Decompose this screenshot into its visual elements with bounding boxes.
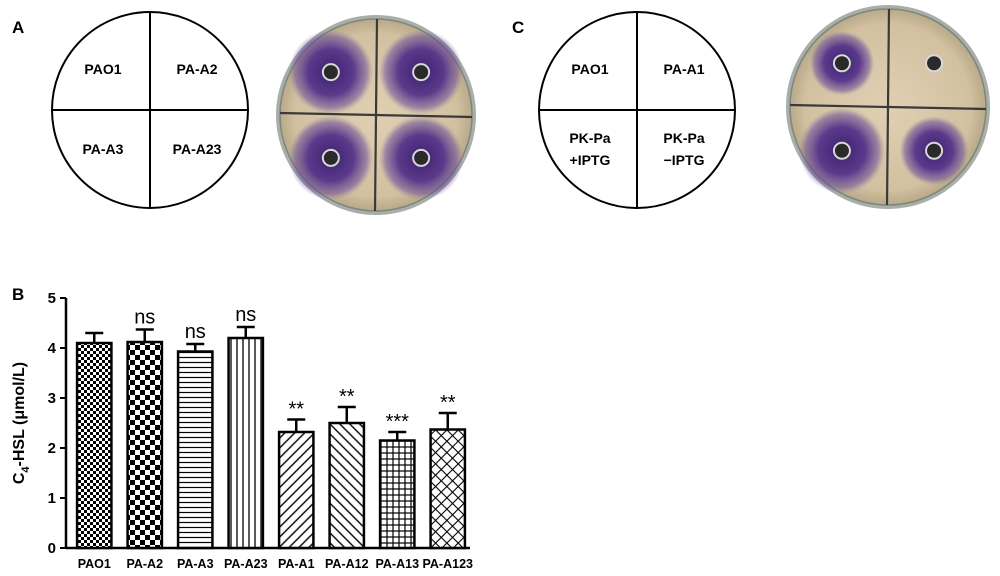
plate-a-divider-vertical — [373, 18, 379, 212]
plate-a-violacein-zone — [288, 115, 374, 201]
bar-pa-a23 — [227, 336, 265, 550]
significance-label: *** — [386, 411, 410, 433]
plate-c-violacein-zone — [899, 116, 969, 186]
schematic-c-circle — [538, 11, 736, 209]
significance-label: ** — [440, 392, 456, 414]
plate-c-violacein-zone — [798, 107, 886, 194]
x-tick-label: PA-A2 — [126, 557, 163, 571]
x-tick-label: PA-A12 — [325, 557, 369, 571]
panel-c-label: C — [512, 18, 525, 37]
plate-c-well — [832, 141, 851, 160]
bar-pa-a12 — [328, 421, 366, 550]
schematic-c-quadrant-label: PK-Pa — [663, 130, 704, 146]
y-tick-label: 4 — [48, 340, 57, 357]
plate-c-divider-horizontal — [789, 103, 987, 111]
plate-a-well — [321, 148, 340, 167]
plate-a-rim — [276, 15, 476, 215]
plate-c-divider-vertical — [885, 8, 891, 206]
schematic-a-quadrant-label: PA-A3 — [82, 141, 123, 157]
bar-pa-a123 — [429, 428, 467, 550]
plate-c-agar — [789, 8, 987, 206]
significance-label: ns — [185, 321, 206, 343]
bar-pao1 — [75, 341, 113, 550]
x-tick-label: PA-A23 — [224, 557, 268, 571]
plate-a-agar — [279, 18, 473, 212]
significance-label: ns — [235, 304, 256, 326]
plate-a-well — [412, 63, 431, 82]
bar-pa-a2 — [126, 340, 164, 550]
y-tick-label: 2 — [48, 440, 56, 457]
plate-a-well — [412, 148, 431, 167]
plate-c-rim — [786, 5, 990, 209]
schematic-a-quadrant-label: PA-A2 — [177, 61, 218, 77]
plate-c-well — [832, 54, 851, 73]
plate-c-well — [925, 141, 944, 160]
bar-pa-a3 — [176, 350, 214, 550]
y-tick-label: 0 — [48, 540, 56, 557]
schematic-a-quadrant-label: PA-A23 — [173, 141, 222, 157]
y-tick-label: 3 — [48, 390, 56, 407]
y-tick-label: 5 — [48, 290, 56, 307]
plate-c-violacein-zone — [809, 30, 875, 96]
schematic-c-quadrant-label: PA-A1 — [664, 61, 705, 77]
schematic-c-quadrant-label: −IPTG — [664, 152, 705, 168]
plate-a-violacein-zone — [288, 29, 374, 115]
x-tick-label: PA-A123 — [423, 557, 474, 571]
schematic-a-circle — [51, 11, 249, 209]
y-tick-label: 1 — [48, 490, 56, 507]
y-axis-label: C4-HSL (μmol/L) — [11, 362, 32, 484]
schematic-c-quadrant-label: PAO1 — [571, 61, 608, 77]
significance-label: ** — [288, 399, 304, 421]
significance-label: ** — [339, 386, 355, 408]
x-tick-label: PA-A13 — [375, 557, 419, 571]
x-tick-label: PA-A1 — [278, 557, 315, 571]
x-tick-label: PAO1 — [78, 557, 111, 571]
x-tick-label: PA-A3 — [177, 557, 214, 571]
bar-pa-a13 — [378, 439, 416, 550]
schematic-c-quadrant-label: +IPTG — [570, 152, 611, 168]
plate-c-well — [925, 54, 944, 73]
schematic-c-quadrant-label: PK-Pa — [569, 130, 610, 146]
panel-a-label: A — [12, 18, 25, 37]
plate-a-violacein-zone — [378, 115, 464, 201]
panel-b-label: B — [12, 285, 25, 304]
bar-pa-a1 — [277, 430, 315, 550]
plate-a-violacein-zone — [378, 29, 464, 115]
plate-a-well — [321, 63, 340, 82]
significance-label: ns — [134, 307, 155, 329]
plate-a-divider-horizontal — [279, 111, 473, 119]
schematic-a-quadrant-label: PAO1 — [84, 61, 121, 77]
